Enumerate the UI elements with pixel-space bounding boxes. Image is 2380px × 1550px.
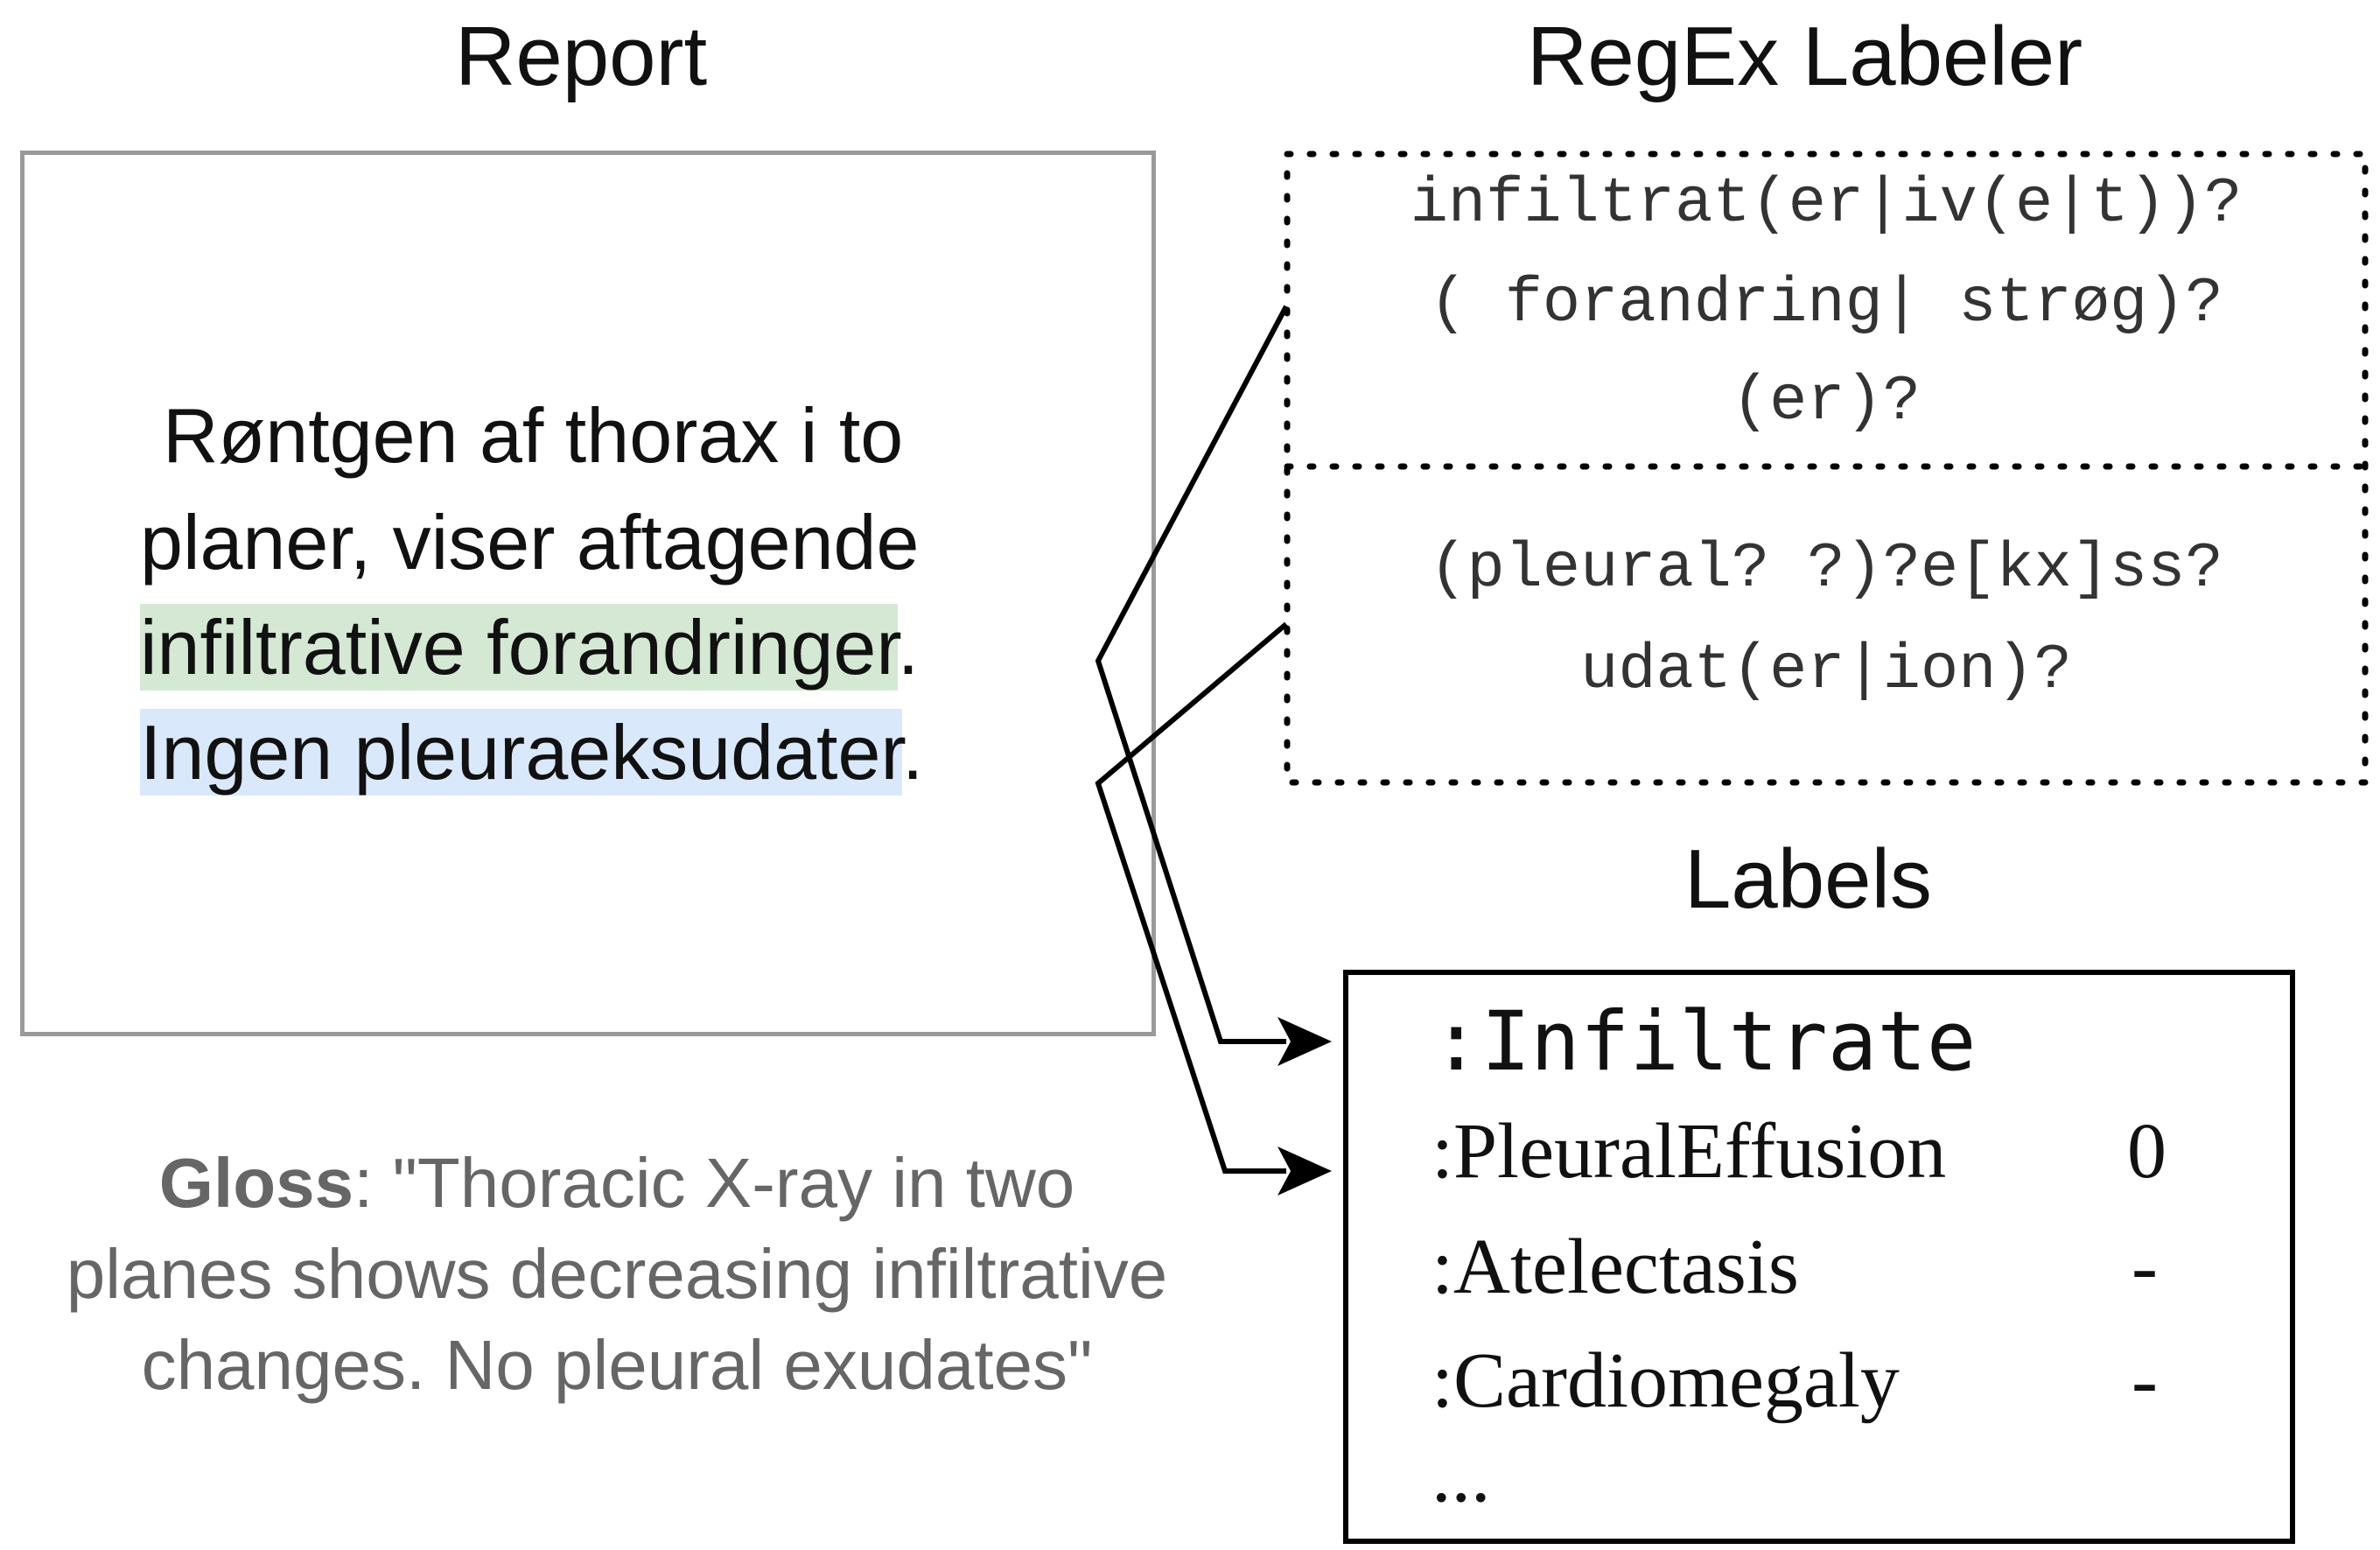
gloss-label: Gloss [158,1144,354,1222]
regex-pattern-1-line-1: infiltrat(er|iv(e|t))? [1410,168,2243,240]
effusion-arrowhead [1278,1147,1332,1196]
infiltrate-arrowhead [1278,1017,1332,1066]
report-line-4: Ingen pleuraeksudater. [140,705,923,801]
label-atelectasis-value: - [2132,1224,2158,1310]
effusion-arrow-line [1095,621,1288,1174]
report-heading: Report [455,10,708,103]
report-line-3: infiltrative forandringer. [140,600,919,696]
label-infiltrate: :Infiltrate [1432,994,1977,1090]
regex-pattern-1-line-3: (er)? [1731,366,1922,438]
labels-box: :Infiltrate :PleuralEffusion 0 :Atelecta… [1343,970,2295,1544]
regex-pattern-2-line-1: (pleural? ?)?e[kx]ss? [1429,533,2223,605]
report-line-2: planer, viser aftagende [140,499,920,586]
label-pleural-effusion-value: 0 [2127,1108,2166,1195]
report-box [20,151,1156,1036]
label-cardiomegaly: :Cardiomegaly [1432,1337,1900,1424]
gloss-text: Gloss: "Thoracic X-ray in two planes sho… [61,1138,1172,1411]
infiltrate-arrow-line [1095,305,1289,1044]
regex-labeler-heading: RegEx Labeler [1527,10,2083,103]
gloss-body: : "Thoracic X-ray in two planes shows de… [66,1144,1168,1404]
label-atelectasis: :Atelectasis [1432,1224,1799,1310]
regex-box: infiltrat(er|iv(e|t))? ( forandring| str… [1284,151,2369,785]
report-line-4-tail: . [901,709,924,796]
label-ellipsis: ... [1432,1432,1491,1518]
regex-pattern-2-line-2: udat(er|ion)? [1580,635,2072,706]
label-cardiomegaly-value: - [2132,1337,2158,1424]
report-line-1: Røntgen af thorax i to [163,392,904,479]
labels-heading: Labels [1684,832,1932,926]
regex-pattern-1-line-2: ( forandring| strøg)? [1429,268,2223,340]
report-line-3-tail: . [897,604,920,691]
infiltrate-highlight: infiltrative forandringer [140,604,898,691]
label-pleural-effusion: :PleuralEffusion [1432,1108,1947,1195]
effusion-highlight: Ingen pleuraeksudater [140,709,902,796]
